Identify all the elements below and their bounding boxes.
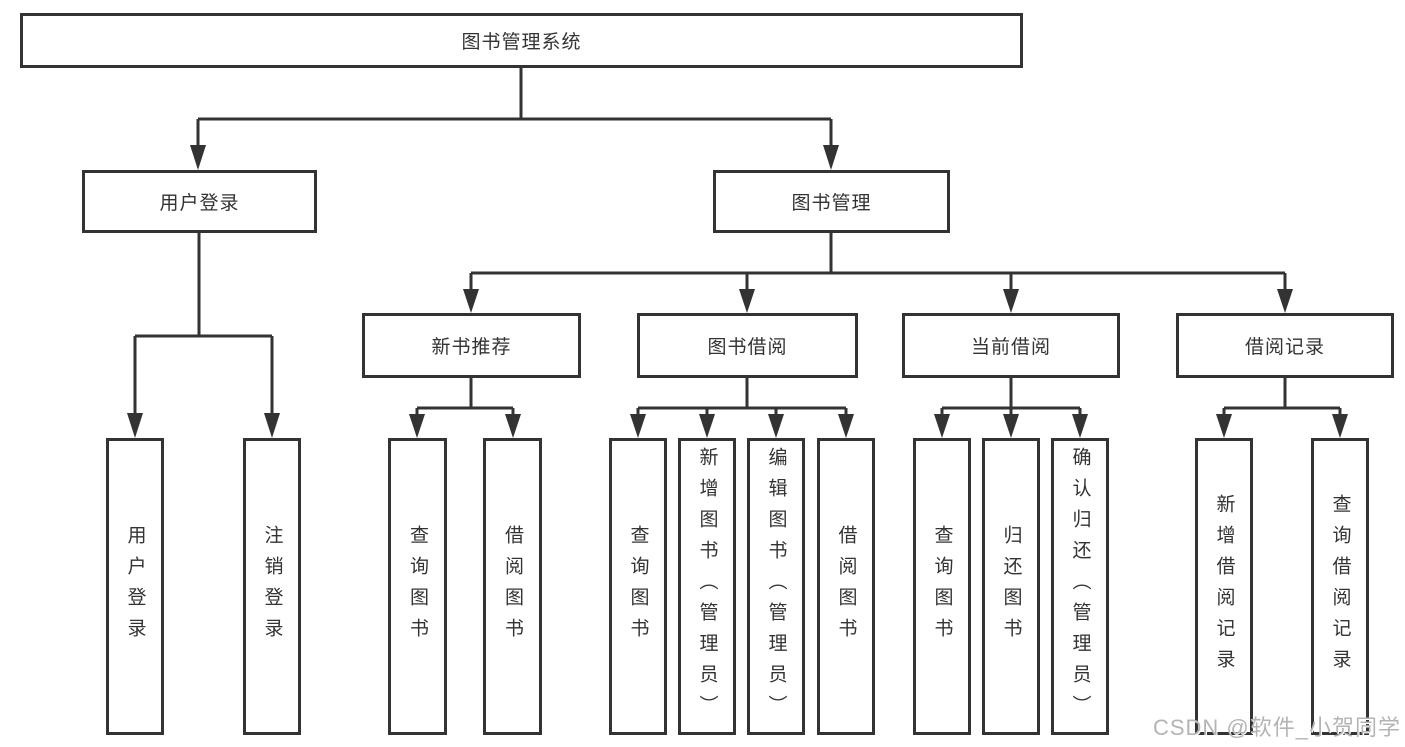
leaf-current-confirm-return-admin-label: 确认归还（管理员） <box>1069 447 1091 726</box>
leaf-borrowing-edit-books-admin-label: 编辑图书（管理员） <box>765 447 787 726</box>
connector-book-management-branch <box>463 233 1293 313</box>
leaf-newbook-borrow-books: 借阅图书 <box>483 438 542 735</box>
connector-borrowing-records-branch <box>1216 378 1348 438</box>
leaf-records-query-borrow-record: 查询借阅记录 <box>1311 438 1369 735</box>
leaf-current-query-books-label: 查询图书 <box>931 524 953 649</box>
leaf-logout-label: 注销登录 <box>261 524 283 649</box>
leaf-borrowing-borrow-books-label: 借阅图书 <box>835 524 857 649</box>
leaf-records-query-borrow-record-label: 查询借阅记录 <box>1329 493 1351 680</box>
leaf-borrowing-query-books: 查询图书 <box>609 438 667 735</box>
leaf-user-login-label: 用户登录 <box>124 524 146 649</box>
connector-book-borrowing-branch <box>630 378 854 438</box>
leaf-logout: 注销登录 <box>243 438 301 735</box>
leaf-newbook-query-books: 查询图书 <box>388 438 447 735</box>
node-new-book-recommendation: 新书推荐 <box>362 313 581 378</box>
leaf-current-return-books-label: 归还图书 <box>1000 524 1022 649</box>
node-book-borrowing: 图书借阅 <box>637 313 858 378</box>
node-user-login: 用户登录 <box>82 170 317 233</box>
leaf-newbook-query-books-label: 查询图书 <box>407 524 428 649</box>
connector-user-login-branch <box>127 233 280 438</box>
leaf-current-query-books: 查询图书 <box>913 438 971 735</box>
node-borrowing-records: 借阅记录 <box>1176 313 1394 378</box>
leaf-user-login: 用户登录 <box>106 438 164 735</box>
connector-current-borrowing-branch <box>934 378 1088 438</box>
connector-root-branch <box>190 68 839 170</box>
leaf-borrowing-edit-books-admin: 编辑图书（管理员） <box>747 438 805 735</box>
leaf-borrowing-borrow-books: 借阅图书 <box>817 438 875 735</box>
leaf-newbook-borrow-books-label: 借阅图书 <box>502 524 523 649</box>
leaf-records-add-borrow-record-label: 新增借阅记录 <box>1213 493 1235 680</box>
leaf-current-return-books: 归还图书 <box>982 438 1040 735</box>
node-current-borrowing: 当前借阅 <box>902 313 1120 378</box>
leaf-borrowing-add-books-admin: 新增图书（管理员） <box>678 438 736 735</box>
leaf-borrowing-add-books-admin-label: 新增图书（管理员） <box>696 447 718 726</box>
leaf-borrowing-query-books-label: 查询图书 <box>627 524 649 649</box>
csdn-watermark: CSDN @软件_小贺同学 <box>1152 715 1401 740</box>
root-node-library-management-system: 图书管理系统 <box>20 13 1023 68</box>
connector-new-book-branch <box>409 378 521 438</box>
leaf-current-confirm-return-admin: 确认归还（管理员） <box>1051 438 1109 735</box>
node-book-management: 图书管理 <box>713 170 950 233</box>
leaf-records-add-borrow-record: 新增借阅记录 <box>1195 438 1253 735</box>
